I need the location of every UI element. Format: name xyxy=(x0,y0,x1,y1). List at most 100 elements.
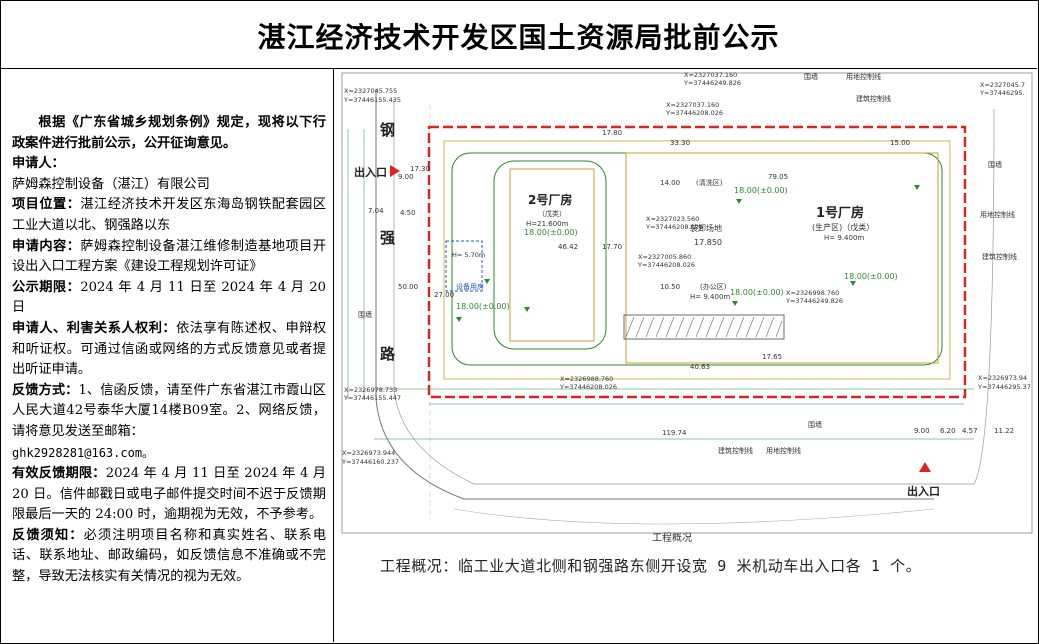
road-edge-inner xyxy=(393,99,974,485)
dim-4-50: 4.50 xyxy=(400,209,416,217)
period-label: 公示期限： xyxy=(12,279,81,295)
dim-27-00: 27.00 xyxy=(434,291,454,299)
building-2-loop xyxy=(493,160,607,350)
coord-2-x: X=2327037.160 xyxy=(684,71,737,79)
dim-119-74: 119.74 xyxy=(662,429,687,437)
canopy-hatch xyxy=(625,316,783,338)
dim-9-00-west: 9.00 xyxy=(398,173,414,181)
coord-10-x: X=2326998.760 xyxy=(786,289,839,297)
coord-3-y: Y=37446208.026 xyxy=(665,109,723,117)
site-plan-drawing: 钢 强 路 出入口 出入口 1号厂房 (生产区)（戊类） H= 9.400m 2… xyxy=(341,71,1033,544)
title-row: 湛江经济技术开发区国土资源局批前公示 xyxy=(0,0,1037,69)
coord-4-y: Y=37446295. xyxy=(979,89,1025,97)
coord-9-y: Y=37446208.026 xyxy=(637,261,695,269)
dim-6-20: 6.20 xyxy=(940,427,956,435)
dimension-lines-vertical xyxy=(347,129,365,399)
coord-11-y: Y=37446208.026 xyxy=(559,383,617,391)
dim-46-42: 46.42 xyxy=(558,243,578,251)
feedback-email[interactable]: ghk2928281@163.com。 xyxy=(12,445,155,460)
feedback-mail: 1、信函反馈，请至件广东省湛江市霞山区人民大道42号泰华大厦14楼B09室。 xyxy=(12,382,326,419)
feedback-label: 反馈方式： xyxy=(12,382,79,398)
road-char-2: 强 xyxy=(380,229,395,247)
build-control-line xyxy=(443,140,951,380)
plan-caption: 工程概况 xyxy=(652,531,692,544)
build-line-label-right: 建筑控制线 xyxy=(982,252,1017,261)
dim-17-70: 17.70 xyxy=(602,243,622,251)
notes-label: 反馈须知： xyxy=(12,527,84,543)
coord-11-x: X=2326988.760 xyxy=(560,375,613,383)
building-2-elev: 18.00(±0.00) xyxy=(524,228,578,237)
dim-79-05: 79.05 xyxy=(768,173,788,181)
dim-11-22: 11.22 xyxy=(994,427,1014,435)
dim-17-65: 17.65 xyxy=(762,353,782,361)
coord-6-y: Y=37446160.237 xyxy=(341,458,399,466)
south-entrance-label: 出入口 xyxy=(907,484,940,498)
building-2-label: 2号厂房 xyxy=(528,192,572,207)
coord-8-x: X=2327023.560 xyxy=(646,215,699,223)
build-line-label-top: 建筑控制线 xyxy=(856,94,891,103)
road-char-1: 钢 xyxy=(380,121,395,139)
dim-14-00: 14.00 xyxy=(660,179,680,187)
location-value: 湛江经济技术开发区东海岛钢铁配套园区工业大道以北、钢强路以东 xyxy=(12,197,327,233)
drawing-border xyxy=(341,72,1033,534)
dimension-lines xyxy=(374,388,974,440)
west-entrance-arrow xyxy=(390,165,400,177)
coord-9-x: X=2327005.860 xyxy=(638,253,691,261)
wall-label-bottom: 围墙 xyxy=(808,420,822,429)
equipment-room-outline xyxy=(445,240,483,292)
applicant-value: 萨姆森控制设备（湛江）有限公司 xyxy=(12,176,210,192)
equipment-room-height: H= 5.70m xyxy=(452,251,485,259)
coord-2-y: Y=37446249.826 xyxy=(683,79,741,87)
road-char-3: 路 xyxy=(380,345,396,363)
wall-label-left: 围墙 xyxy=(358,310,372,319)
applicant-label: 申请人： xyxy=(12,156,65,172)
building-2-height: H=21.600m xyxy=(526,220,569,228)
project-summary: 工程概况：临工业大道北侧和钢强路东侧开设宽 9 米机动车出入口各 1 个。 xyxy=(380,557,922,575)
office-elev: 18.00(±0.00) xyxy=(730,288,784,297)
building-1-sub: (生产区)（戊类） xyxy=(812,222,874,232)
period-value: 2024 年 4 月 11 日至 2024 年 4 月 20 日 xyxy=(12,279,327,316)
content-value: 萨姆森控制设备湛江维修制造基地项目开设出入口工程方案《建设工程规划许可证》 xyxy=(12,238,327,275)
location-label: 项目位置： xyxy=(12,197,81,213)
building-1-outline xyxy=(625,152,939,364)
building-1-height: H= 9.400m xyxy=(824,234,864,242)
west-entrance-label: 出入口 xyxy=(354,165,387,179)
building-1-label: 1号厂房 xyxy=(816,205,864,221)
dim-7-04: 7.04 xyxy=(368,207,384,215)
coord-4-x: X=2327045.7 xyxy=(980,81,1025,89)
dim-9-00-south: 9.00 xyxy=(914,427,930,435)
coord-1-y: Y=37446155.435 xyxy=(343,96,401,104)
dim-17-30: 17.30 xyxy=(410,165,430,173)
wall-label-top: 围墙 xyxy=(804,72,818,81)
dim-33-30: 33.30 xyxy=(670,139,690,147)
valid-value: 2024 年 4 月 11 日至 2024 年 4 月 20 日。信件邮戳日或电… xyxy=(12,466,326,523)
loading-area-label: 装卸场地 xyxy=(690,223,722,233)
coord-3-x: X=2327037.160 xyxy=(666,101,719,109)
coord-8-y: Y=37446208.026 xyxy=(645,223,703,231)
coord-5-y: Y=37446155.447 xyxy=(343,394,401,402)
site-plan-panel: 钢 强 路 出入口 出入口 1号厂房 (生产区)（戊类） H= 9.400m 2… xyxy=(334,69,1037,642)
road-edge-outer xyxy=(375,89,934,500)
south-entrance-arrow xyxy=(919,462,931,472)
dim-17-80: 17.80 xyxy=(602,129,622,137)
red-line-label-bottom: 用地控制线 xyxy=(766,446,801,455)
coord-10-y: Y=37446249.826 xyxy=(785,297,843,305)
dim-50-00: 50.00 xyxy=(398,283,418,291)
loading-area-elev: 17.850 xyxy=(694,238,722,247)
dim-40-63: 40.63 xyxy=(690,363,710,371)
rights-label: 申请人、利害关系人权利： xyxy=(12,320,177,336)
building-1-elev: 18.00(±0.00) xyxy=(844,272,898,281)
coord-5-x: X=2326978.733 xyxy=(344,386,397,394)
clean-area-elev: 18.00(±0.00) xyxy=(734,186,788,195)
rights-value: 依法享有陈述权、申辩权和听证权。可通过信函或网络的方式反馈意见或者提出听证申请。 xyxy=(12,320,327,378)
site-boundary xyxy=(427,125,967,399)
office-label: (办公区) xyxy=(700,282,727,291)
loading-canopy xyxy=(623,314,785,340)
coord-7-y: Y=37446295.37 xyxy=(977,383,1031,391)
road-edge-right xyxy=(973,108,995,485)
dim-10-50: 10.50 xyxy=(660,283,680,291)
clean-area-label: (清洗区) xyxy=(696,178,723,187)
equipment-room-label: 设备用房 xyxy=(456,282,484,291)
dim-15-00: 15.00 xyxy=(890,139,910,147)
building-2-outline xyxy=(509,168,595,342)
